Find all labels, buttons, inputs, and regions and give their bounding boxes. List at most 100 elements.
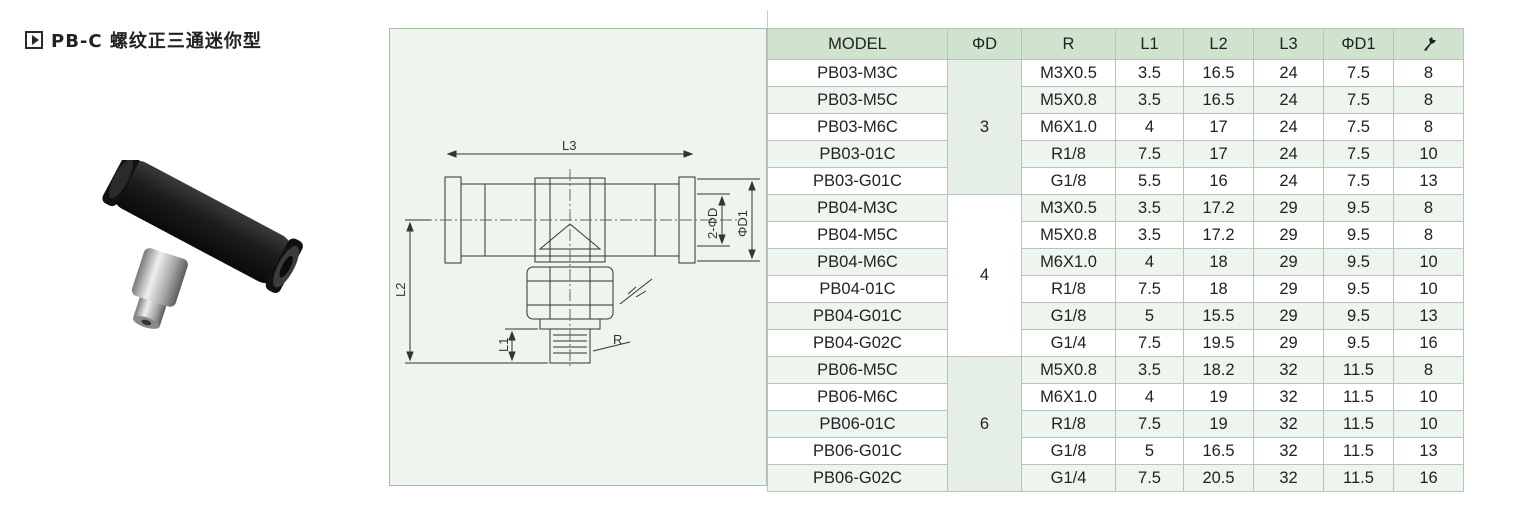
cell-l2: 19 <box>1183 410 1254 438</box>
cell-wrench: 8 <box>1393 86 1464 114</box>
cell-l1: 5.5 <box>1115 167 1184 195</box>
cell-l2: 17.2 <box>1183 221 1254 249</box>
cell-wrench: 10 <box>1393 248 1464 276</box>
cell-l3: 24 <box>1253 59 1324 87</box>
cell-l2: 18 <box>1183 248 1254 276</box>
section-title: PB-C 螺纹正三通迷你型 <box>25 28 262 52</box>
cell-wrench: 13 <box>1393 167 1464 195</box>
cell-r: G1/8 <box>1021 437 1116 465</box>
cell-model: PB04-G01C <box>767 302 948 330</box>
cell-r: G1/4 <box>1021 329 1116 357</box>
cell-r: M6X1.0 <box>1021 248 1116 276</box>
col-header-d: ΦD <box>947 28 1022 60</box>
cell-l2: 17 <box>1183 140 1254 168</box>
dim-label-l1: L1 <box>496 338 511 352</box>
cell-model: PB04-M3C <box>767 194 948 222</box>
cell-l3: 29 <box>1253 221 1324 249</box>
cell-d1: 7.5 <box>1323 59 1394 87</box>
cell-wrench: 10 <box>1393 383 1464 411</box>
cell-l2: 15.5 <box>1183 302 1254 330</box>
cell-model: PB03-M3C <box>767 59 948 87</box>
cell-l3: 29 <box>1253 248 1324 276</box>
cell-l3: 32 <box>1253 410 1324 438</box>
section-title-text: PB-C 螺纹正三通迷你型 <box>51 31 262 52</box>
cell-model: PB03-M6C <box>767 113 948 141</box>
cell-l2: 18 <box>1183 275 1254 303</box>
wrench-icon <box>1423 37 1436 52</box>
cell-model: PB04-01C <box>767 275 948 303</box>
cell-l1: 3.5 <box>1115 356 1184 384</box>
cell-l1: 7.5 <box>1115 464 1184 492</box>
cell-d1: 7.5 <box>1323 86 1394 114</box>
cell-l3: 24 <box>1253 167 1324 195</box>
cell-d1: 7.5 <box>1323 167 1394 195</box>
cell-wrench: 13 <box>1393 437 1464 465</box>
cell-d1: 11.5 <box>1323 410 1394 438</box>
col-header-wrench <box>1393 28 1464 60</box>
cell-d1: 7.5 <box>1323 113 1394 141</box>
cell-l1: 3.5 <box>1115 221 1184 249</box>
cell-r: G1/8 <box>1021 302 1116 330</box>
cell-d1: 11.5 <box>1323 356 1394 384</box>
cell-l2: 20.5 <box>1183 464 1254 492</box>
cell-model: PB03-G01C <box>767 167 948 195</box>
col-header-r: R <box>1021 28 1116 60</box>
cell-l3: 24 <box>1253 113 1324 141</box>
cell-wrench: 10 <box>1393 410 1464 438</box>
cell-d1: 9.5 <box>1323 329 1394 357</box>
dim-label-r: R <box>613 332 622 347</box>
cell-l1: 5 <box>1115 437 1184 465</box>
cell-model: PB04-M5C <box>767 221 948 249</box>
cell-l3: 32 <box>1253 383 1324 411</box>
dim-label-l3: L3 <box>562 138 576 153</box>
cell-l3: 29 <box>1253 194 1324 222</box>
cell-wrench: 16 <box>1393 329 1464 357</box>
cell-d1: 11.5 <box>1323 437 1394 465</box>
cell-l1: 3.5 <box>1115 194 1184 222</box>
divider-line <box>767 10 768 28</box>
cell-d: 6 <box>947 356 1022 492</box>
dimension-drawing-panel: L3 L2 L1 2-ΦD ΦD1 R <box>389 28 767 486</box>
cell-model: PB03-01C <box>767 140 948 168</box>
cell-r: M3X0.5 <box>1021 194 1116 222</box>
cell-l3: 29 <box>1253 329 1324 357</box>
cell-r: G1/8 <box>1021 167 1116 195</box>
cell-d1: 9.5 <box>1323 275 1394 303</box>
col-header-model: MODEL <box>767 28 948 60</box>
cell-model: PB04-G02C <box>767 329 948 357</box>
cell-r: M3X0.5 <box>1021 59 1116 87</box>
cell-d1: 11.5 <box>1323 464 1394 492</box>
cell-wrench: 13 <box>1393 302 1464 330</box>
cell-wrench: 8 <box>1393 221 1464 249</box>
cell-d1: 9.5 <box>1323 194 1394 222</box>
cell-d1: 9.5 <box>1323 302 1394 330</box>
cell-l2: 16.5 <box>1183 437 1254 465</box>
cell-model: PB06-G01C <box>767 437 948 465</box>
cell-l1: 3.5 <box>1115 86 1184 114</box>
cell-model: PB06-G02C <box>767 464 948 492</box>
cell-wrench: 16 <box>1393 464 1464 492</box>
cell-wrench: 8 <box>1393 59 1464 87</box>
cell-r: M6X1.0 <box>1021 383 1116 411</box>
cell-d1: 7.5 <box>1323 140 1394 168</box>
cell-l3: 24 <box>1253 140 1324 168</box>
cell-model: PB04-M6C <box>767 248 948 276</box>
cell-l3: 32 <box>1253 437 1324 465</box>
cell-wrench: 10 <box>1393 140 1464 168</box>
cell-r: M5X0.8 <box>1021 86 1116 114</box>
cell-l2: 16.5 <box>1183 59 1254 87</box>
